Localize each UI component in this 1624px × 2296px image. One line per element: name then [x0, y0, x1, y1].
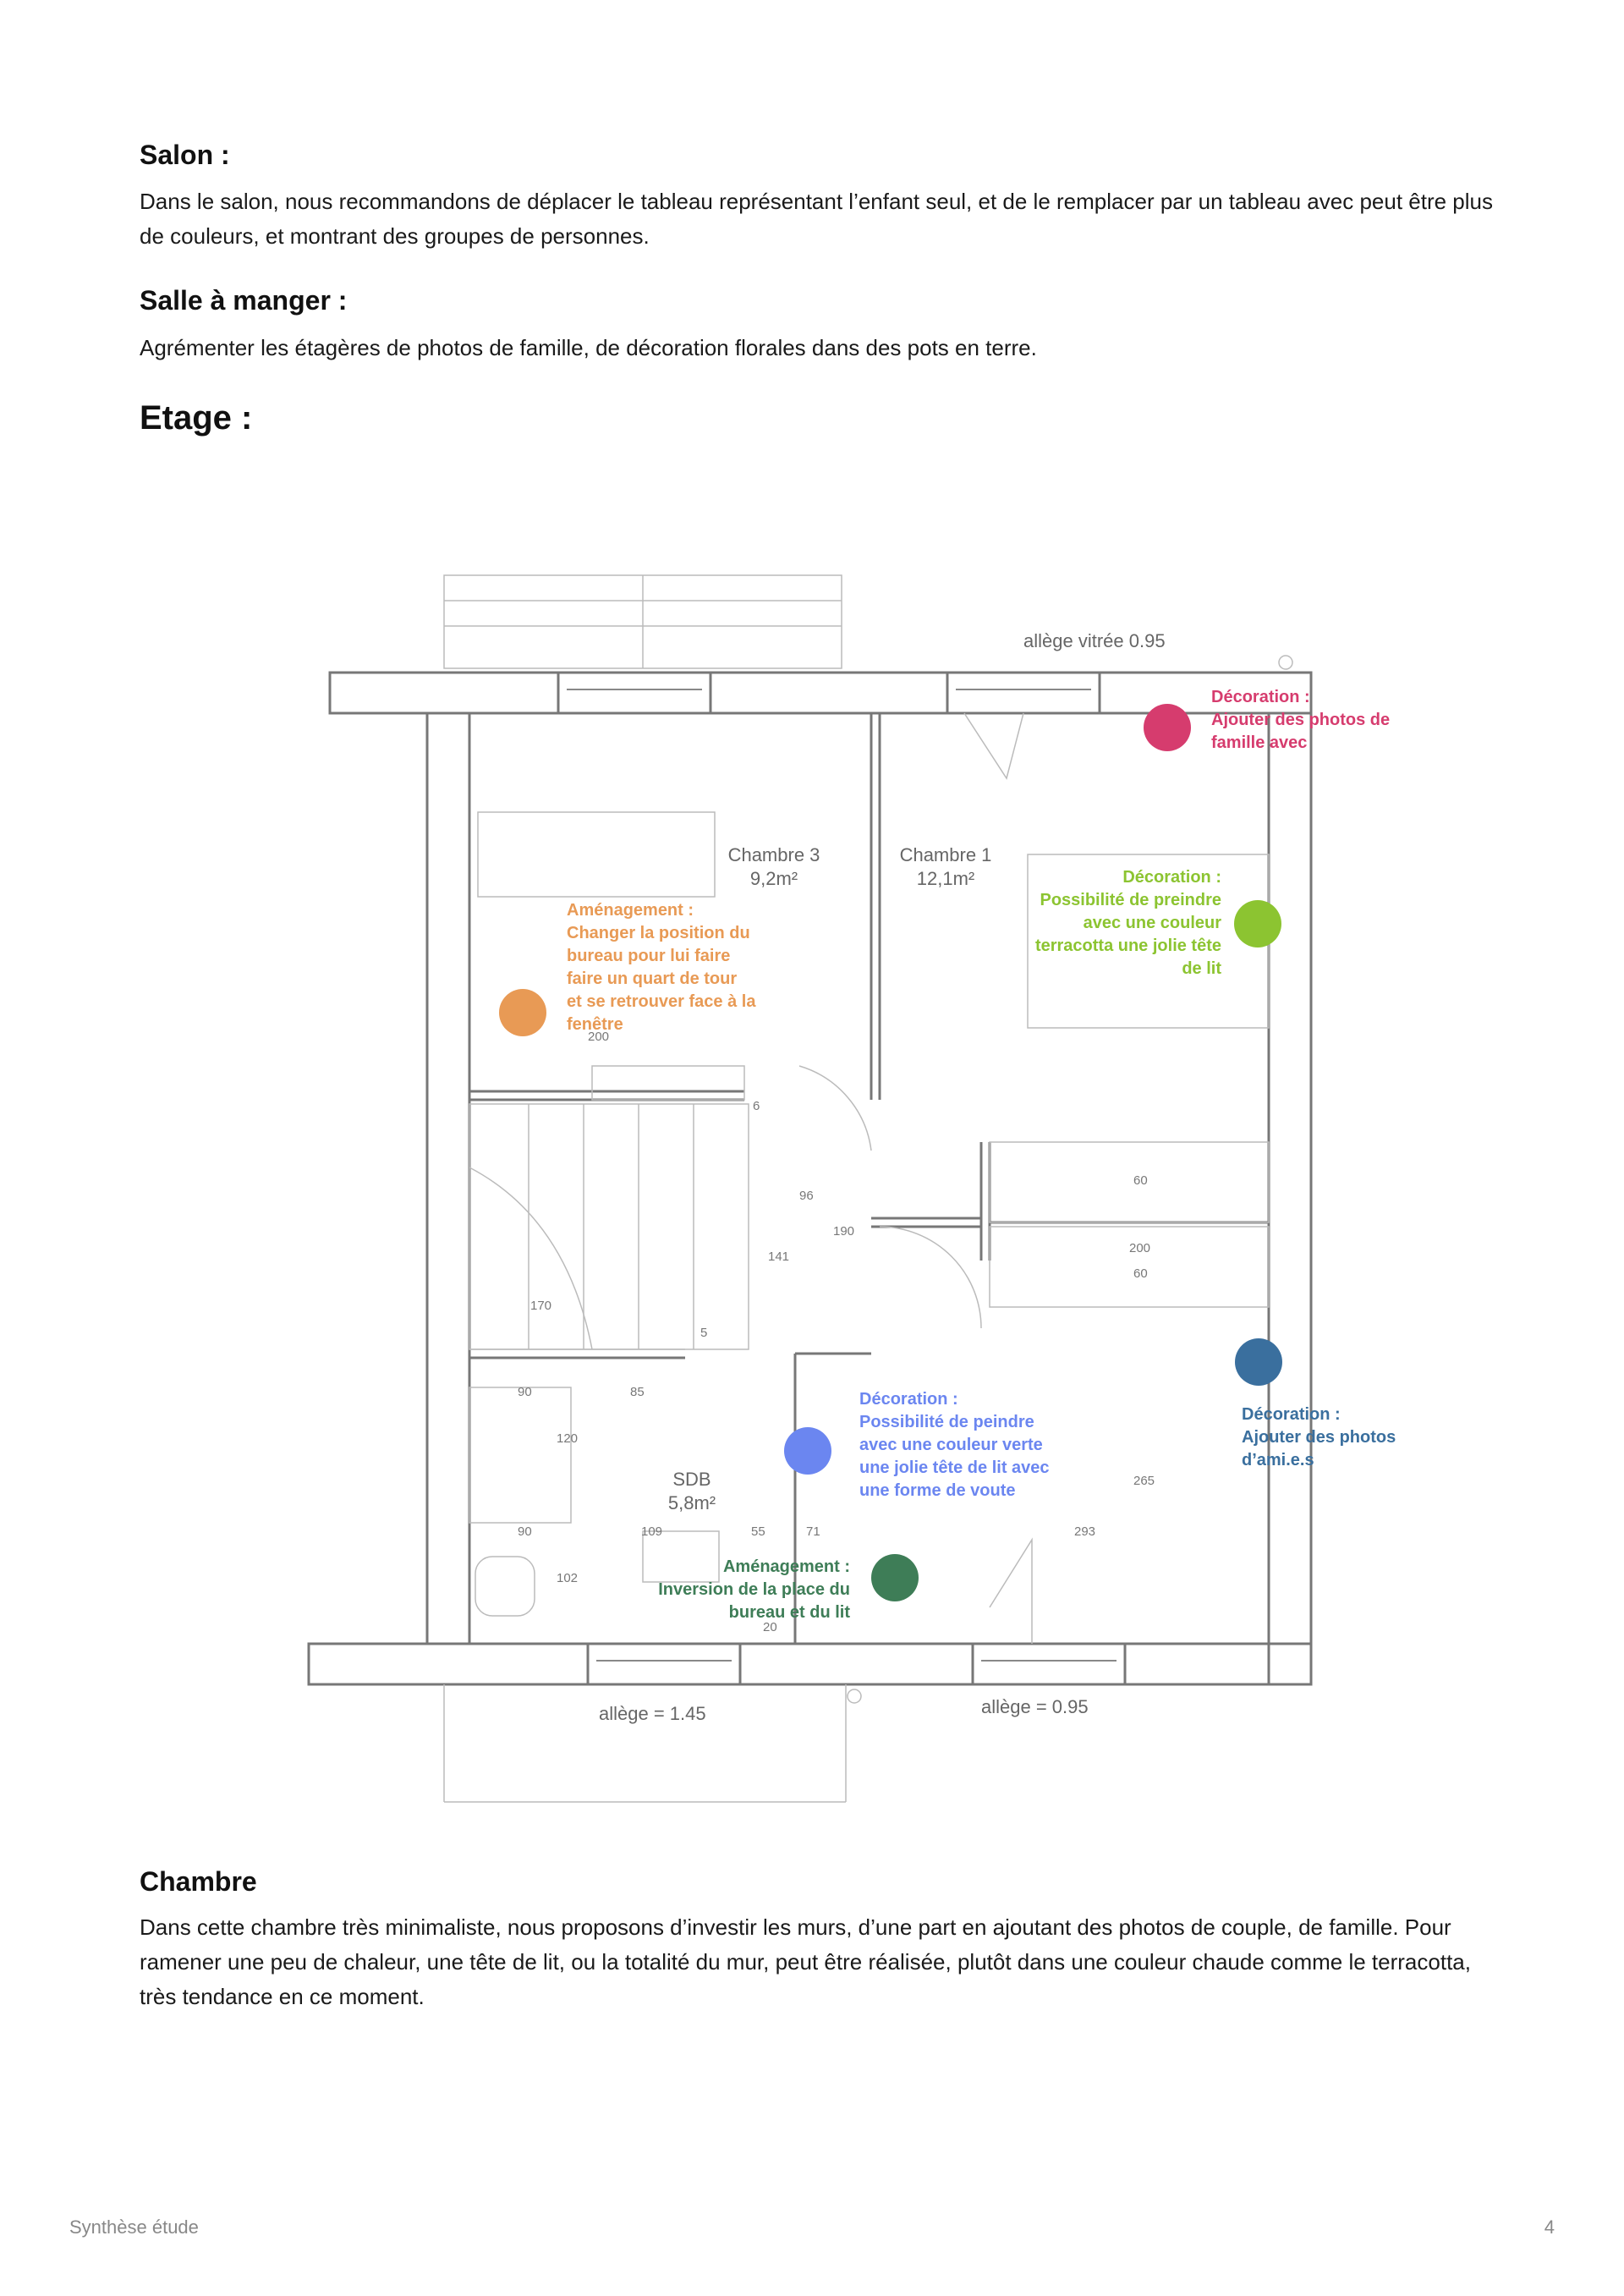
svg-text:Décoration :: Décoration : — [859, 1390, 958, 1409]
marker-amenag-green-dark — [871, 1554, 919, 1601]
dim-label: 71 — [806, 1524, 820, 1539]
dim-label: 90 — [518, 1385, 532, 1399]
marker-deco-pink — [1144, 704, 1191, 751]
dim-label: 55 — [751, 1524, 765, 1539]
svg-text:Décoration :: Décoration : — [1242, 1405, 1341, 1424]
dim-label: 141 — [768, 1250, 789, 1264]
window-bottom-right — [971, 1642, 1127, 1686]
dim-label: 96 — [799, 1189, 814, 1203]
dim-label: 20 — [763, 1620, 777, 1634]
label-allege-bottom-right: allège = 0.95 — [981, 1696, 1089, 1717]
annotation-deco-blue-light: Décoration : Possibilité de peindre avec… — [859, 1390, 1050, 1500]
annotation-deco-green: Décoration : Possibilité de preindre ave… — [1035, 868, 1221, 978]
section-title-chambre: Chambre — [140, 1866, 257, 1897]
window-top-right — [946, 671, 1101, 715]
label-sdb-area: 5,8m² — [668, 1492, 716, 1513]
left-wall — [425, 711, 471, 1645]
dim-label: 293 — [1074, 1524, 1095, 1539]
dim-label: 120 — [557, 1431, 578, 1446]
svg-text:avec une couleur: avec une couleur — [1084, 914, 1222, 932]
toilet — [475, 1556, 535, 1617]
dim-label: 200 — [1129, 1241, 1150, 1255]
label-chambre3-area: 9,2m² — [750, 868, 798, 889]
dim-label: 90 — [518, 1524, 532, 1539]
svg-text:avec une couleur verte: avec une couleur verte — [859, 1436, 1043, 1454]
svg-text:famille avec: famille avec — [1211, 733, 1307, 752]
svg-text:Possibilité de preindre: Possibilité de preindre — [1040, 891, 1221, 909]
marker-deco-blue-light — [784, 1427, 831, 1475]
svg-text:Décoration :: Décoration : — [1211, 688, 1310, 706]
dim-label: 200 — [588, 1030, 609, 1044]
label-chambre1: Chambre 1 — [900, 844, 992, 865]
svg-text:une forme de voute: une forme de voute — [859, 1481, 1015, 1500]
sink — [642, 1530, 720, 1583]
annotation-deco-blue-dark: Décoration : Ajouter des photos d’ami.e.… — [1242, 1405, 1396, 1469]
svg-text:Aménagement :: Aménagement : — [723, 1557, 850, 1576]
floor-plan: Chambre 3 9,2m² Chambre 1 12,1m² SDB 5,8… — [288, 558, 1421, 1827]
dim-label: 6 — [753, 1099, 760, 1113]
dim-label: 190 — [833, 1224, 854, 1239]
marker-deco-green — [1234, 900, 1281, 948]
dim-label: 109 — [641, 1524, 662, 1539]
label-allege-top: allège vitrée 0.95 — [1023, 630, 1166, 651]
section-text-chambre: Dans cette chambre très minimaliste, nou… — [140, 1914, 1471, 2009]
section-title-salon: Salon : — [140, 140, 230, 170]
svg-text:Aménagement :: Aménagement : — [567, 901, 694, 920]
marker-deco-blue-dark — [1235, 1338, 1282, 1386]
svg-text:de lit: de lit — [1182, 959, 1221, 978]
label-chambre3: Chambre 3 — [728, 844, 820, 865]
svg-text:fenêtre: fenêtre — [567, 1015, 623, 1034]
section-title-salle-a-manger: Salle à manger : — [140, 285, 348, 316]
svg-text:Changer la position du: Changer la position du — [567, 924, 750, 942]
window-bottom-left — [586, 1642, 742, 1686]
label-allege-bottom-left: allège = 1.45 — [599, 1703, 706, 1724]
dim-label: 5 — [700, 1326, 707, 1340]
annotation-deco-pink: Décoration : Ajouter des photos de famil… — [1211, 688, 1390, 752]
svg-text:Ajouter des photos de: Ajouter des photos de — [1211, 711, 1390, 729]
staircase — [469, 1103, 749, 1350]
bottom-wall — [307, 1642, 1313, 1686]
svg-text:Décoration :: Décoration : — [1122, 868, 1221, 887]
label-sdb: SDB — [672, 1469, 710, 1490]
svg-text:terracotta une jolie tête: terracotta une jolie tête — [1035, 937, 1221, 955]
section-text-salon: Dans le salon, nous recommandons de dépl… — [140, 189, 1493, 249]
annotation-amenag-orange: Aménagement : Changer la position du bur… — [567, 901, 756, 1034]
footer-page-number: 4 — [1544, 2216, 1555, 2238]
footer-document-title: Synthèse étude — [69, 2216, 199, 2238]
annotation-amenag-green-dark: Aménagement : Inversion de la place du b… — [658, 1557, 850, 1622]
floor-plan-drawing: Chambre 3 9,2m² Chambre 1 12,1m² SDB 5,8… — [307, 574, 1396, 1803]
dim-label: 265 — [1133, 1474, 1155, 1488]
window-top-left — [557, 671, 712, 715]
wardrobe-top — [989, 1141, 1270, 1223]
svg-text:faire un quart de tour: faire un quart de tour — [567, 969, 737, 988]
svg-text:d’ami.e.s: d’ami.e.s — [1242, 1451, 1314, 1469]
shower — [469, 1387, 572, 1524]
svg-text:une jolie tête de lit avec: une jolie tête de lit avec — [859, 1458, 1050, 1477]
svg-text:bureau et du lit: bureau et du lit — [729, 1603, 851, 1622]
svg-text:Possibilité de peindre: Possibilité de peindre — [859, 1413, 1034, 1431]
bed-chambre3 — [477, 811, 716, 898]
marker-amenag-orange — [499, 989, 546, 1036]
svg-text:bureau pour lui faire: bureau pour lui faire — [567, 947, 730, 965]
svg-text:Inversion de la place du: Inversion de la place du — [658, 1580, 850, 1599]
dim-label: 60 — [1133, 1173, 1148, 1188]
section-title-etage: Etage : — [140, 399, 253, 437]
dim-label: 170 — [530, 1299, 551, 1313]
dim-label: 85 — [630, 1385, 645, 1399]
label-chambre1-area: 12,1m² — [917, 868, 974, 889]
svg-text:Ajouter des photos: Ajouter des photos — [1242, 1428, 1396, 1447]
dim-label: 60 — [1133, 1266, 1148, 1281]
svg-text:et se retrouver face à la: et se retrouver face à la — [567, 992, 756, 1011]
dim-label: 102 — [557, 1571, 578, 1585]
desk-chambre3 — [591, 1065, 745, 1101]
section-text-salle-a-manger: Agrémenter les étagères de photos de fam… — [140, 335, 1037, 360]
wardrobe-bottom — [989, 1226, 1270, 1308]
